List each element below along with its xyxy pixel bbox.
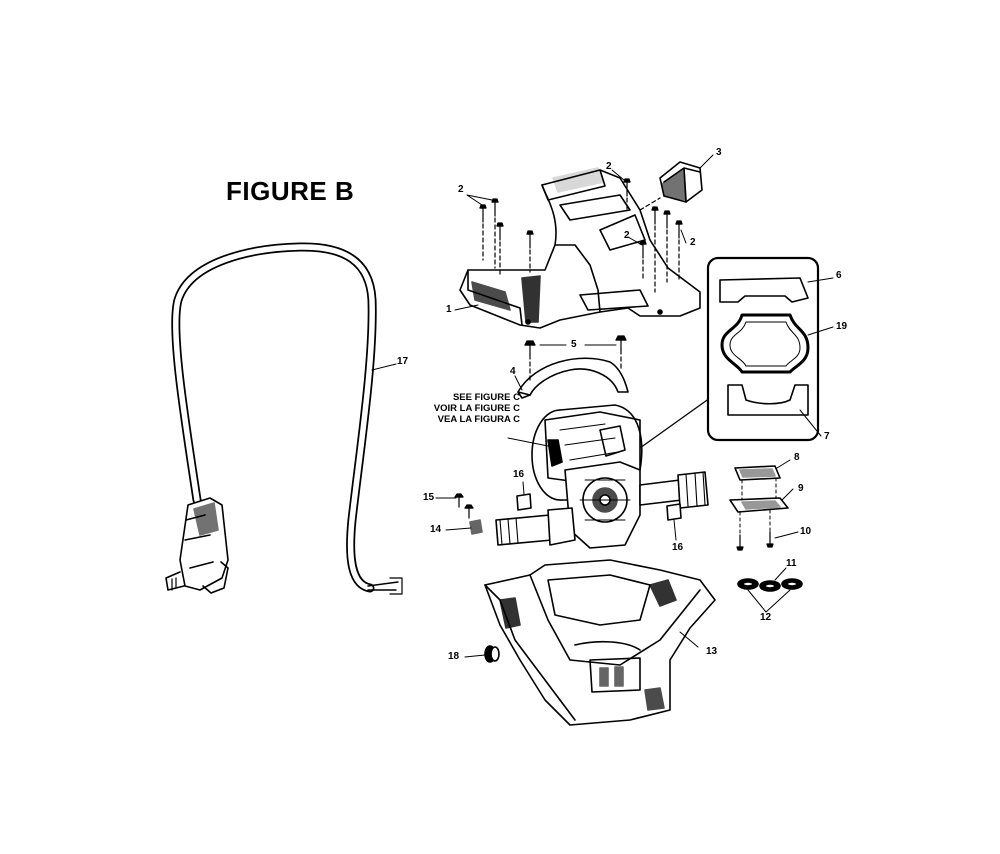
gasket-part-7 <box>727 384 809 416</box>
shroud-screws <box>479 178 683 293</box>
grommets-part-11-12 <box>737 578 803 592</box>
callout-17: 17 <box>397 356 409 367</box>
callout-2: 2 <box>458 184 464 195</box>
top-shroud <box>459 167 701 329</box>
callout-1: 1 <box>446 304 452 315</box>
callout-6: 6 <box>836 270 842 281</box>
reference-en: SEE FIGURE C <box>452 392 520 403</box>
leader-lines <box>371 154 834 658</box>
callout-8: 8 <box>794 452 800 463</box>
callout-4: 4 <box>510 366 516 377</box>
callout-13: 13 <box>706 646 718 657</box>
plate-part-8 <box>734 465 781 481</box>
callout-10: 10 <box>800 526 812 537</box>
callout-2: 2 <box>606 161 612 172</box>
callout-16: 16 <box>513 469 525 480</box>
callout-9: 9 <box>798 483 804 494</box>
screws-part-15 <box>454 493 474 519</box>
reference-es: VEA LA FIGURA C <box>437 414 520 425</box>
screws-part-10 <box>736 509 774 551</box>
plug-part-18 <box>484 645 500 663</box>
cord-plug <box>165 497 229 594</box>
clip-part-14 <box>469 519 483 535</box>
callout-7: 7 <box>824 431 830 442</box>
callout-16: 16 <box>672 542 684 553</box>
callout-3: 3 <box>716 147 722 158</box>
callout-15: 15 <box>423 492 435 503</box>
callout-2: 2 <box>624 230 630 241</box>
callout-12: 12 <box>760 612 772 623</box>
callout-14: 14 <box>430 524 442 535</box>
callout-11: 11 <box>786 558 797 569</box>
seal-part-19 <box>720 313 810 374</box>
bracket-part-9 <box>729 477 789 513</box>
gasket-part-6 <box>719 277 809 303</box>
figure-title: FIGURE B <box>226 176 355 206</box>
reference-fr: VOIR LA FIGURE C <box>433 403 520 414</box>
motor-bracket <box>517 335 629 399</box>
base-housing <box>484 559 716 726</box>
callout-5: 5 <box>571 339 577 350</box>
callout-2: 2 <box>690 237 696 248</box>
power-cord <box>171 242 403 595</box>
caps-part-16 <box>516 493 682 521</box>
callout-18: 18 <box>448 651 460 662</box>
callout-19: 19 <box>836 321 848 332</box>
detail-inset <box>706 256 820 442</box>
motor-pump-assembly <box>495 397 711 549</box>
switch-part <box>639 161 703 211</box>
reference-note: SEE FIGURE C VOIR LA FIGURE C VEA LA FIG… <box>418 392 520 425</box>
